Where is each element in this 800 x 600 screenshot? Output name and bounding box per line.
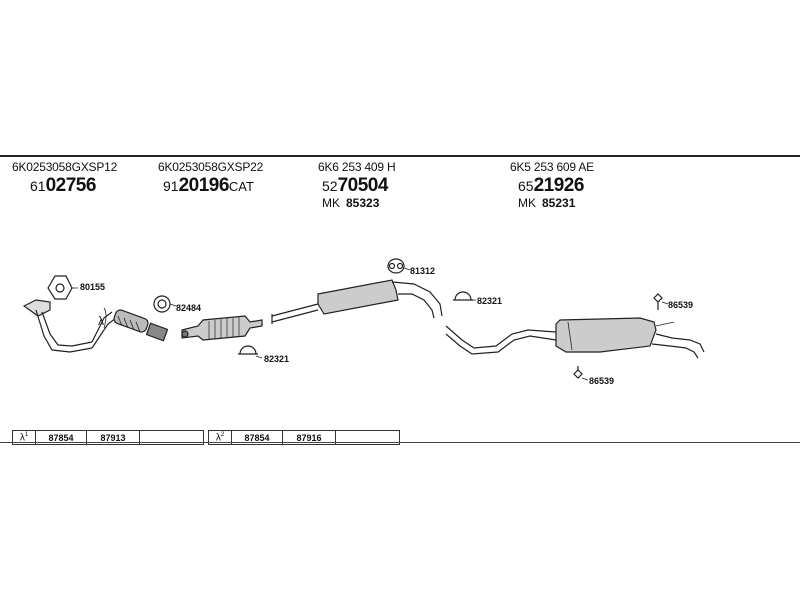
order-number-rear-muffler: 6521926 xyxy=(518,175,584,196)
oe-number-front-pipe: 6K0253058GXSP12 xyxy=(12,160,118,174)
callout-clamp-center: 82321 xyxy=(477,296,503,306)
lambda-table-2: λ2 87854 87916 xyxy=(208,430,400,445)
ring-icon xyxy=(387,258,405,274)
order-number-front-pipe: 6102756 xyxy=(30,175,96,196)
lambda-1-symbol: λ1 xyxy=(13,431,36,444)
oe-number-center-muffler: 6K6 253 409 H xyxy=(318,160,396,174)
lambda-2-value-2: 87916 xyxy=(283,431,336,444)
hanger-top-icon xyxy=(653,293,663,310)
lambda-1-value-2: 87913 xyxy=(87,431,140,444)
callout-clamp-cat: 82484 xyxy=(176,303,202,313)
clamp-cat-icon xyxy=(153,295,171,313)
oe-number-catalyst: 6K0253058GXSP22 xyxy=(158,160,264,174)
hanger-bottom-icon xyxy=(573,366,583,379)
oe-number-rear-muffler: 6K5 253 609 AE xyxy=(510,160,594,174)
front-pipe-drawing xyxy=(22,299,169,353)
lambda-2-value-1: 87854 xyxy=(232,431,283,444)
center-muffler-drawing xyxy=(271,279,443,324)
lambda-table-1: λ1 87854 87913 xyxy=(12,430,204,445)
lambda-2-symbol: λ2 xyxy=(209,431,232,444)
callout-ring-center: 81312 xyxy=(410,266,436,276)
rear-muffler-drawing xyxy=(445,317,705,359)
lambda-1-value-1: 87854 xyxy=(36,431,87,444)
order-number-center-muffler: 5270504 xyxy=(322,175,388,196)
clamp-center-icon xyxy=(453,291,473,301)
clamp-mid-icon xyxy=(238,345,258,355)
footer-divider xyxy=(0,442,800,443)
callout-hanger-top: 86539 xyxy=(668,300,694,310)
header-divider xyxy=(0,155,800,157)
callout-lambda-sensor: λ xyxy=(98,314,104,328)
callout-gasket-front: 80155 xyxy=(80,282,106,292)
callout-clamp-mid: 82321 xyxy=(264,354,290,364)
callout-hanger-bottom: 86539 xyxy=(589,376,615,386)
order-number-catalyst: 9120196CAT xyxy=(163,175,254,196)
gasket-icon xyxy=(47,275,73,300)
catalyst-drawing xyxy=(181,315,263,341)
